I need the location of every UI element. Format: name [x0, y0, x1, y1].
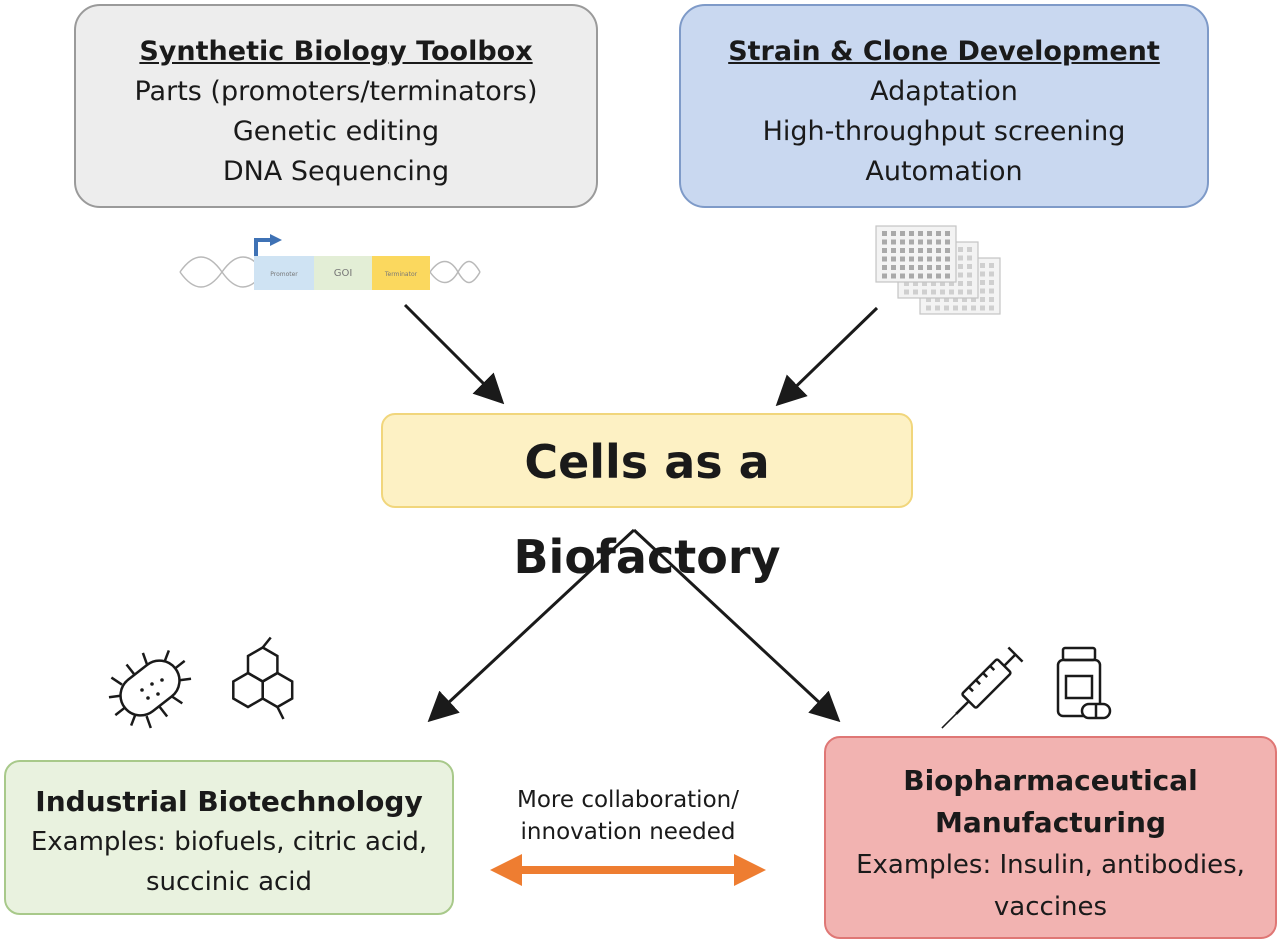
cells-biofactory-box: Cells as a Biofactory	[381, 413, 913, 584]
toolbox-item-sequencing: DNA Sequencing	[222, 156, 450, 187]
industrial-examples-line-1: Examples: biofuels, citric acid,	[30, 827, 428, 857]
biopharma-title-line-1: Biopharmaceutical	[903, 764, 1198, 797]
arrow-strain-to-center	[775, 306, 879, 407]
arrow-center-to-industrial	[427, 528, 636, 723]
center-title: Cells as a Biofactory	[513, 435, 781, 584]
industrial-title: Industrial Biotechnology	[35, 785, 423, 818]
strain-title: Strain & Clone Development	[728, 36, 1160, 67]
toolbox-item-editing: Genetic editing	[232, 116, 440, 147]
industrial-examples-line-2: succinic acid	[145, 867, 313, 897]
microplates-icon	[875, 225, 1001, 315]
bacterium-icon	[108, 649, 192, 729]
biopharma-examples-line-2: vaccines	[993, 892, 1108, 922]
pill-bottle-icon	[1056, 646, 1112, 720]
industrial-biotechnology-box: Industrial Biotechnology Examples: biofu…	[4, 760, 454, 915]
arrow-center-to-biopharma	[632, 528, 841, 723]
strain-item-automation: Automation	[865, 156, 1023, 187]
strain-item-adaptation: Adaptation	[870, 76, 1018, 107]
dna-goi-label: GOI	[334, 268, 353, 279]
biopharmaceutical-manufacturing-box: Biopharmaceutical Manufacturing Examples…	[824, 736, 1277, 939]
syringe-icon	[941, 646, 1024, 729]
toolbox-item-parts: Parts (promoters/terminators)	[134, 76, 538, 107]
hexagon-molecule-icon	[232, 636, 294, 720]
collaboration-line-1: More collaboration/	[517, 787, 739, 813]
synthetic-biology-toolbox-box: Synthetic Biology Toolbox Parts (promote…	[74, 4, 598, 208]
toolbox-title: Synthetic Biology Toolbox	[139, 36, 533, 67]
biopharma-examples-line-1: Examples: Insulin, antibodies,	[856, 850, 1245, 880]
strain-clone-development-box: Strain & Clone Development Adaptation Hi…	[679, 4, 1209, 208]
arrow-toolbox-to-center	[403, 303, 505, 405]
collaboration-label: More collaboration/ innovation needed	[488, 784, 768, 848]
dna-terminator-label: Terminator	[384, 271, 418, 278]
dna-promoter-label: Promoter	[270, 271, 298, 278]
dna-construct-icon: Promoter GOI Terminator	[179, 234, 481, 290]
collaboration-line-2: innovation needed	[520, 819, 736, 845]
strain-item-screening: High-throughput screening	[762, 116, 1126, 147]
biopharma-title-line-2: Manufacturing	[935, 806, 1166, 839]
collaboration-double-arrow	[490, 854, 766, 886]
